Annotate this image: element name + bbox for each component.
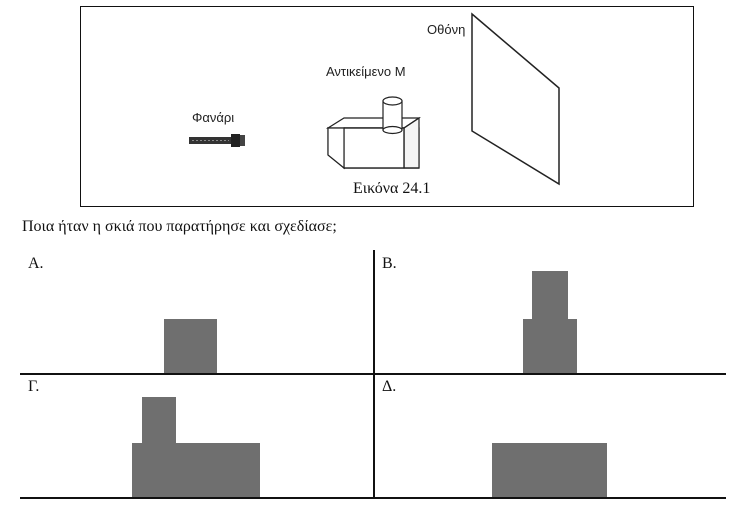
option-b-shadow-top (532, 271, 568, 320)
figure-frame (80, 6, 694, 207)
screen-label: Οθόνη (427, 22, 466, 37)
option-c-shadow-top (142, 397, 176, 444)
question-text: Ποια ήταν η σκιά που παρατήρησε και σχεδ… (22, 218, 337, 235)
option-a-shadow (164, 319, 217, 373)
option-d-shadow (492, 443, 607, 497)
flashlight-icon (189, 134, 245, 147)
option-c-shadow-bottom (132, 443, 260, 497)
option-a-letter: Α. (28, 255, 44, 272)
flashlight-label: Φανάρι (192, 110, 235, 125)
grid-divider (373, 250, 375, 498)
option-d-letter: Δ. (382, 378, 397, 395)
object-m-drawing (325, 96, 421, 170)
option-b-letter: Β. (382, 255, 397, 272)
option-b-shadow-bottom (523, 319, 577, 373)
object-label: Αντικείμενο Μ (326, 64, 406, 79)
figure-illustration (189, 12, 560, 186)
option-c-letter: Γ. (28, 378, 40, 395)
figure-caption: Εικόνα 24.1 (353, 180, 431, 197)
screen-drawing (471, 12, 560, 186)
